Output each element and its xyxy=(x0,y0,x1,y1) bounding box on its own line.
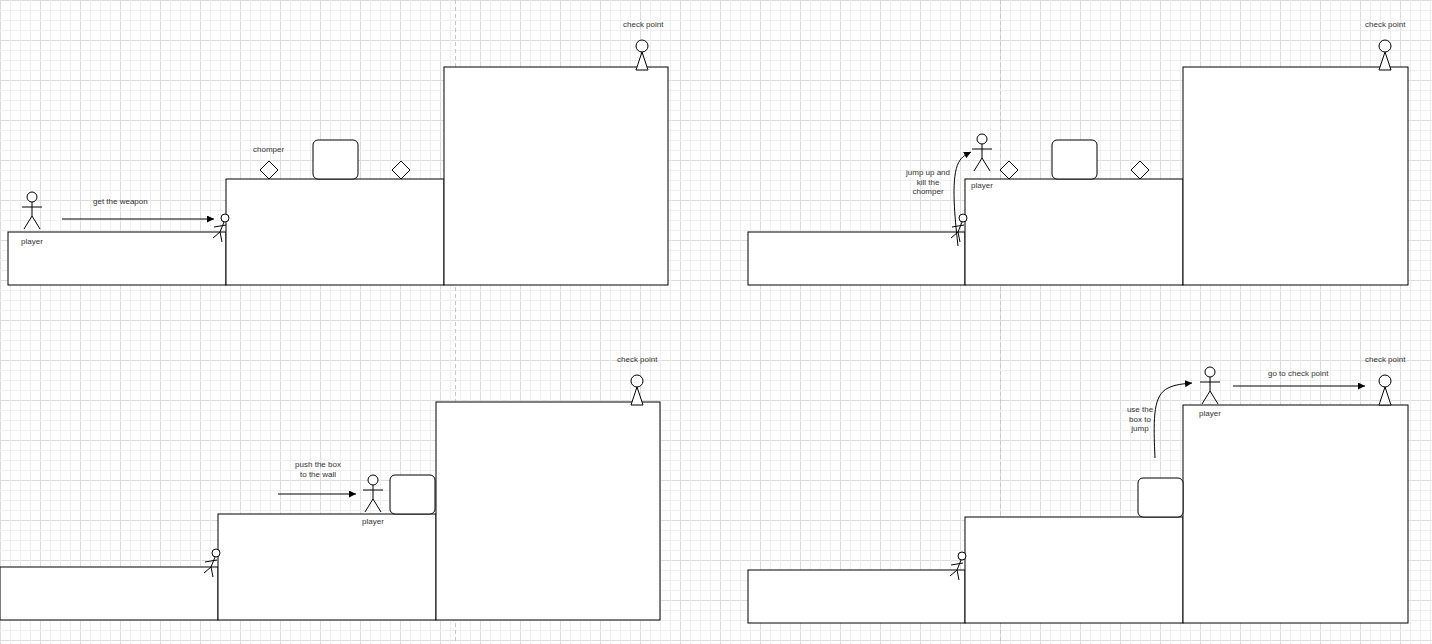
mid-platform xyxy=(965,179,1183,285)
weapon-pickup xyxy=(951,214,967,242)
checkpoint-flag xyxy=(1379,40,1391,70)
chomper-enemy xyxy=(1000,161,1018,179)
annotation-label: go to check point xyxy=(1268,369,1328,379)
push-box xyxy=(390,475,435,514)
checkpoint-flag xyxy=(636,40,648,70)
checkpoint-flag xyxy=(631,375,643,405)
player-figure xyxy=(1200,367,1220,404)
action-arrow xyxy=(1233,386,1365,387)
push-box xyxy=(1138,478,1183,517)
ground-platform xyxy=(8,232,226,285)
action-arrow xyxy=(62,219,214,220)
annotation-label: player xyxy=(971,181,993,191)
weapon-pickup xyxy=(213,214,229,242)
action-arrow xyxy=(954,152,971,246)
annotation-label: player xyxy=(362,517,384,527)
player-figure xyxy=(363,475,383,512)
player-figure xyxy=(22,192,42,229)
tall-platform xyxy=(436,402,660,620)
chomper-enemy xyxy=(392,161,410,179)
mid-platform xyxy=(218,514,436,620)
annotation-label: push the box to the wall xyxy=(295,460,341,479)
mid-platform xyxy=(965,517,1183,623)
annotation-label: chomper xyxy=(253,145,284,155)
annotation-label: check point xyxy=(1365,355,1405,365)
annotation-label: jump up and kill the chomper xyxy=(903,168,953,197)
action-arrow xyxy=(278,494,356,495)
annotation-label: get the weapon xyxy=(93,197,148,207)
annotation-label: player xyxy=(21,237,43,247)
ground-platform xyxy=(748,570,965,623)
tall-platform xyxy=(1183,405,1408,623)
annotation-label: check point xyxy=(623,20,663,30)
ground-platform xyxy=(748,232,965,285)
action-arrow xyxy=(1154,383,1192,458)
checkpoint-flag xyxy=(1379,375,1391,405)
chomper-enemy xyxy=(1131,161,1149,179)
tall-platform xyxy=(1183,67,1408,285)
annotation-label: player xyxy=(1199,409,1221,419)
chomper-enemy xyxy=(260,161,278,179)
player-figure xyxy=(972,134,992,171)
mid-platform xyxy=(226,179,444,285)
push-box xyxy=(1052,140,1097,179)
push-box xyxy=(313,140,358,179)
tall-platform xyxy=(444,67,668,285)
annotation-label: use the box to jump xyxy=(1122,405,1158,434)
weapon-pickup xyxy=(950,552,966,580)
annotation-label: check point xyxy=(617,355,657,365)
ground-platform xyxy=(0,567,218,620)
annotation-label: check point xyxy=(1365,20,1405,30)
weapon-pickup xyxy=(204,549,220,577)
